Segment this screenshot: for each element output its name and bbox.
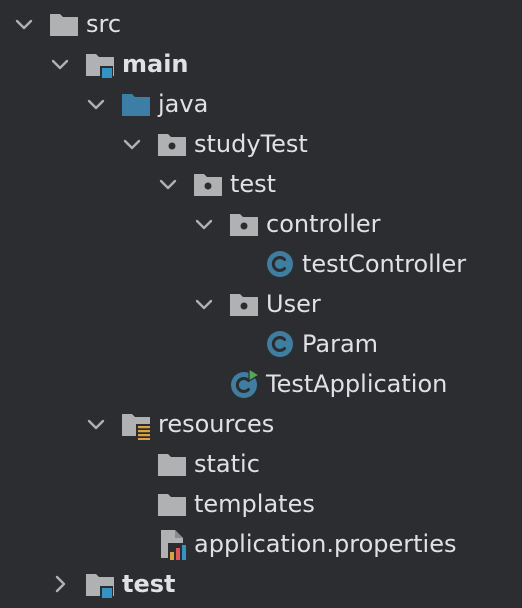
tree-item-label: User (266, 290, 321, 318)
chevron-down-icon[interactable] (156, 172, 180, 196)
chevron-right-icon[interactable] (48, 572, 72, 596)
tree-item-controller[interactable]: controller (0, 204, 522, 244)
chevron-down-icon[interactable] (12, 12, 36, 36)
tree-item-label: studyTest (194, 130, 308, 158)
tree-item-label: testController (302, 250, 467, 278)
tree-item-test-module[interactable]: test (0, 564, 522, 604)
source-root-folder-icon (122, 94, 150, 116)
tree-item-label: java (158, 90, 209, 118)
tree-item-test-package[interactable]: test (0, 164, 522, 204)
java-class-icon (267, 251, 293, 277)
tree-item-label: controller (266, 210, 381, 238)
tree-item-label: static (194, 450, 260, 478)
chevron-down-icon[interactable] (84, 92, 108, 116)
java-class-icon (267, 331, 293, 357)
tree-item-static[interactable]: static (0, 444, 522, 484)
tree-item-label: TestApplication (266, 370, 448, 398)
folder-icon (158, 454, 186, 476)
chevron-down-icon[interactable] (120, 132, 144, 156)
tree-item-label: resources (158, 410, 275, 438)
chevron-down-icon[interactable] (192, 292, 216, 316)
package-icon (158, 134, 186, 156)
tree-item-label: application.properties (194, 530, 457, 558)
tree-item-label: test (122, 570, 176, 598)
folder-icon (158, 494, 186, 516)
module-folder-icon (86, 574, 114, 599)
tree-item-testcontroller[interactable]: testController (0, 244, 522, 284)
tree-item-templates[interactable]: templates (0, 484, 522, 524)
package-icon (230, 214, 258, 236)
tree-item-testapplication[interactable]: TestApplication (0, 364, 522, 404)
tree-item-resources[interactable]: resources (0, 404, 522, 444)
tree-item-src[interactable]: src (0, 4, 522, 44)
tree-item-main[interactable]: main (0, 44, 522, 84)
folder-icon (50, 14, 78, 36)
tree-item-label: test (230, 170, 277, 198)
package-icon (194, 174, 222, 196)
tree-item-studytest[interactable]: studyTest (0, 124, 522, 164)
spring-boot-class-icon (231, 368, 260, 398)
tree-item-label: Param (302, 330, 379, 358)
tree-item-label: src (86, 10, 122, 38)
package-icon (230, 294, 258, 316)
tree-item-label: templates (194, 490, 315, 518)
chevron-down-icon[interactable] (192, 212, 216, 236)
tree-item-param[interactable]: Param (0, 324, 522, 364)
run-triangle-icon (248, 368, 260, 383)
resources-folder-icon (122, 414, 151, 440)
tree-item-java[interactable]: java (0, 84, 522, 124)
tree-item-label: main (122, 50, 189, 78)
tree-item-application-properties[interactable]: application.properties (0, 524, 522, 564)
chevron-down-icon[interactable] (48, 52, 72, 76)
chevron-down-icon[interactable] (84, 412, 108, 436)
tree-item-user[interactable]: User (0, 284, 522, 324)
properties-file-icon (161, 530, 188, 560)
module-folder-icon (86, 54, 114, 79)
